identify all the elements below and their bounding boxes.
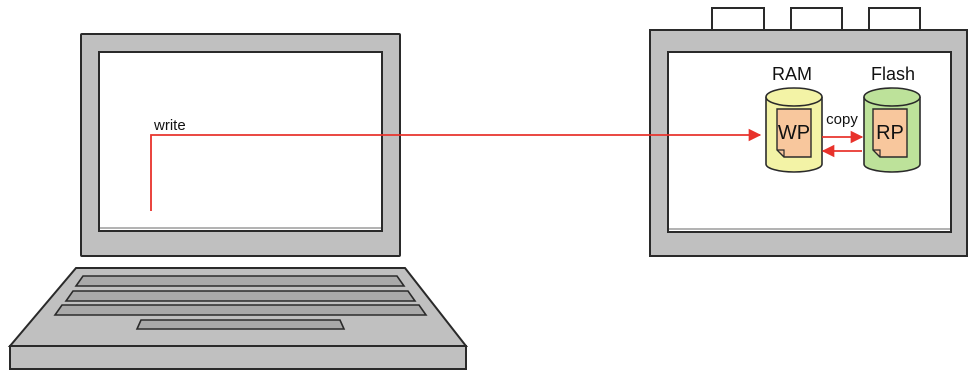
copy-label: copy bbox=[826, 111, 858, 128]
keyboard-row-1 bbox=[76, 276, 404, 286]
keyboard-row-2 bbox=[66, 291, 415, 301]
rp-label: RP bbox=[876, 122, 904, 144]
wp-label: WP bbox=[778, 122, 810, 144]
device-connector-3 bbox=[869, 8, 920, 30]
laptop-screen bbox=[99, 52, 382, 231]
ram-label: RAM bbox=[772, 64, 812, 84]
write-label: write bbox=[153, 117, 186, 134]
laptop-base-front bbox=[10, 346, 466, 369]
device-connector-1 bbox=[712, 8, 764, 30]
keyboard-row-3 bbox=[55, 305, 426, 315]
laptop-icon bbox=[10, 34, 466, 369]
device-connector-2 bbox=[791, 8, 842, 30]
laptop-touchpad bbox=[137, 320, 344, 329]
flash-label: Flash bbox=[871, 64, 915, 84]
